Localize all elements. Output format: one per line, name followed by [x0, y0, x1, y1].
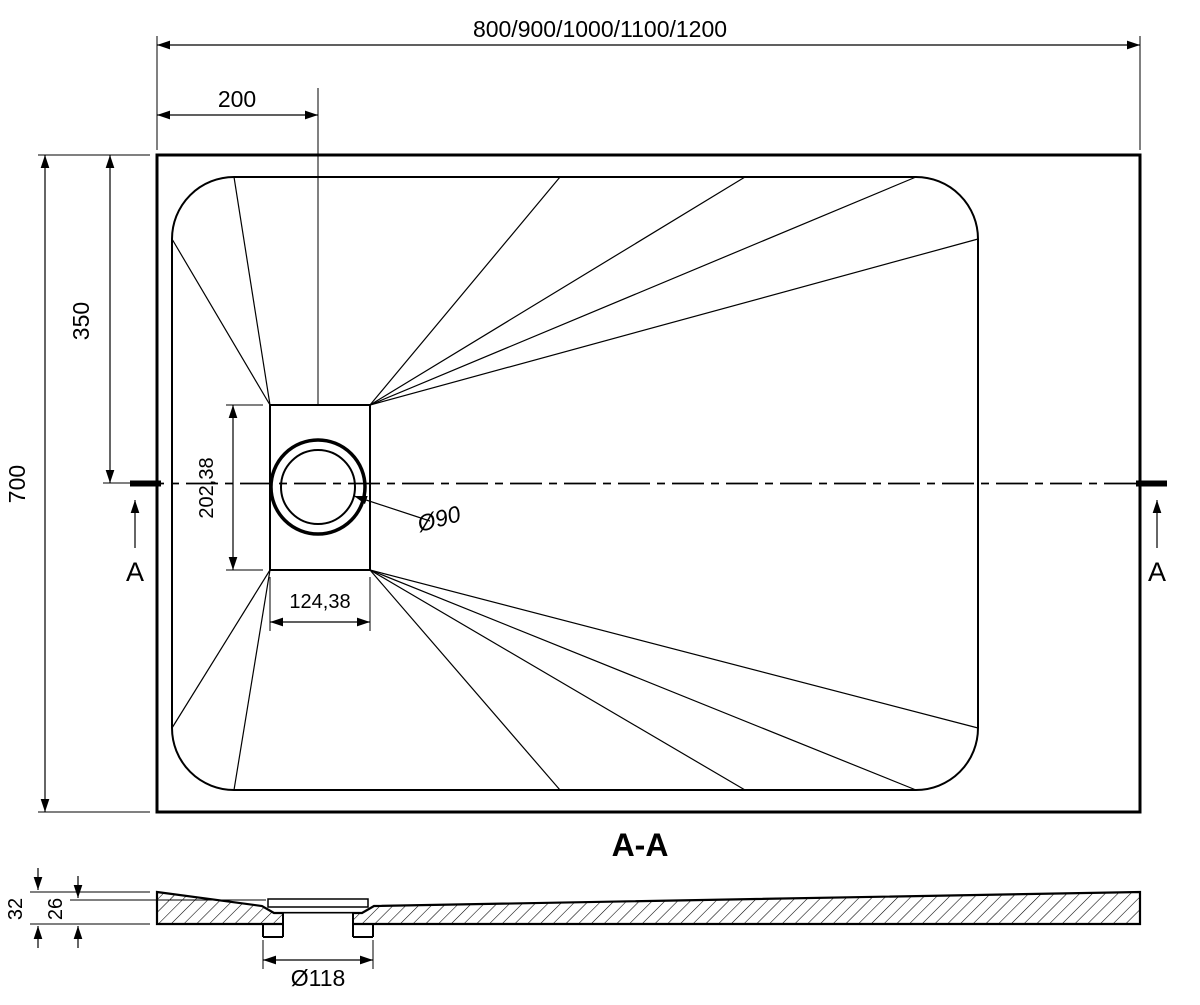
section-view: A-A 32 26: [5, 827, 1142, 991]
slope-lines: [171, 176, 979, 791]
section-markers: A A: [126, 500, 1166, 587]
drain-outlet: [262, 913, 374, 938]
dim-drain-offset: 200: [157, 86, 319, 405]
section-marker-left-label: A: [126, 557, 144, 587]
dim-depth-label: 700: [4, 465, 30, 503]
dim-center-offset: 350: [38, 154, 150, 484]
dim-plate-width: 124,38: [269, 577, 371, 631]
dim-base-height-label: 26: [45, 898, 67, 920]
top-view: A A 800/900/1000/1100/1200 200 350: [4, 16, 1167, 814]
dim-edge-height-label: 32: [5, 898, 27, 920]
dim-plate-height: 202,38: [196, 404, 263, 571]
dim-base-height: 26: [45, 876, 266, 948]
dim-drain-hole-diameter-label: Ø118: [291, 965, 346, 991]
dim-plate-width-label: 124,38: [289, 591, 350, 613]
dim-plate-height-label: 202,38: [196, 457, 218, 518]
dim-overall-width-label: 800/900/1000/1100/1200: [473, 16, 727, 42]
dim-edge-height: 32: [5, 868, 150, 948]
drain-circle-outer: [269, 438, 367, 536]
dim-depth: 700: [4, 155, 150, 813]
dim-center-offset-label: 350: [68, 302, 94, 340]
dim-overall-width: 800/900/1000/1100/1200: [156, 16, 1141, 150]
tray-cross-section: [155, 890, 1142, 926]
section-marker-right-label: A: [1148, 557, 1166, 587]
drain-cover-plate: [267, 898, 369, 908]
dim-drain-offset-label: 200: [218, 86, 256, 112]
drain-circle-inner: [280, 449, 356, 525]
drain-hole-opening: [284, 913, 352, 938]
section-title: A-A: [612, 827, 669, 863]
dim-drain-hole-diameter: Ø118: [262, 940, 374, 991]
drain-plate-outline: [269, 404, 371, 571]
